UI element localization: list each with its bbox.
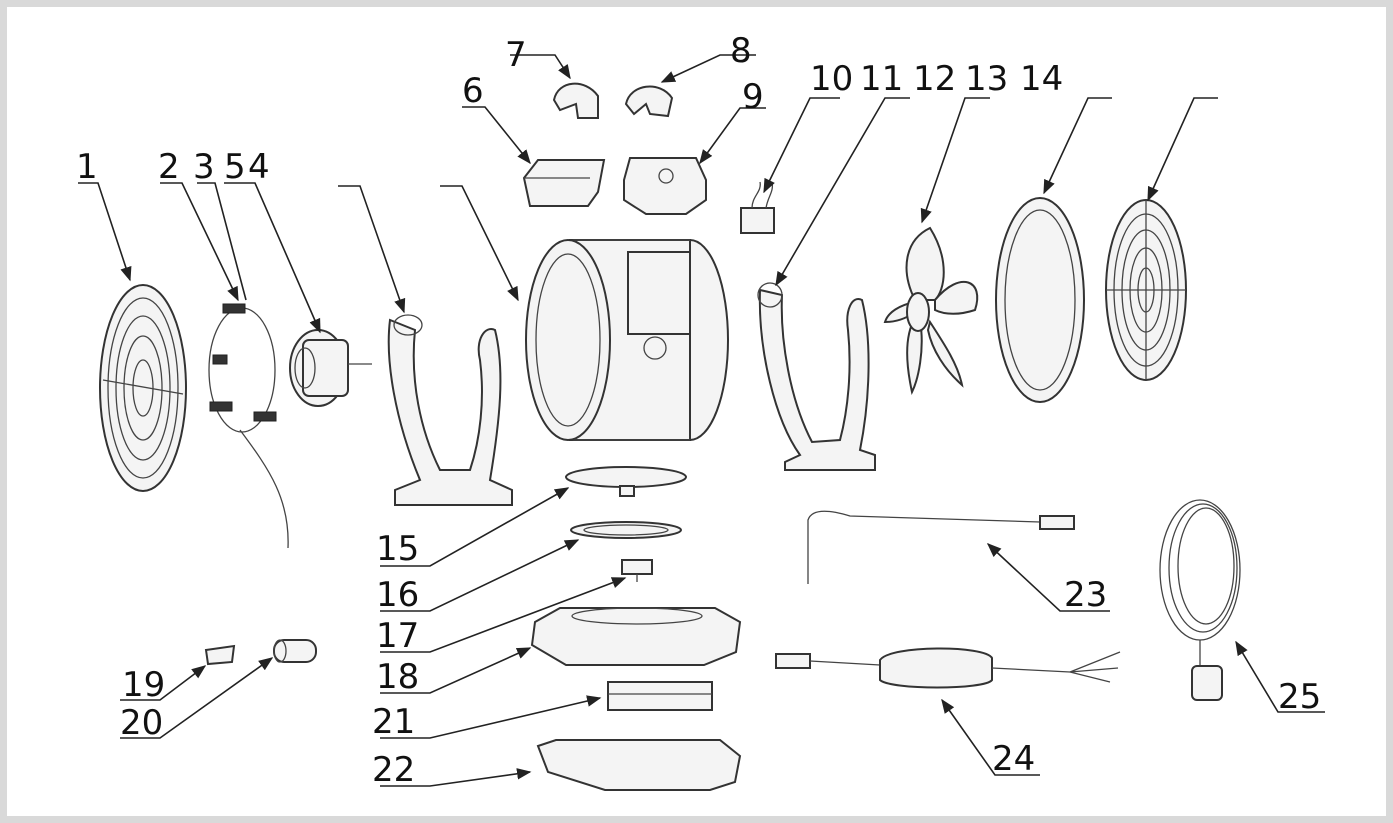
label-3: 3 [193, 147, 215, 187]
part-right-yoke [757, 282, 876, 471]
part-front-ring [995, 197, 1085, 403]
part-number-labels: 1 2 3 5 4 6 7 8 9 10 11 12 13 14 15 16 1… [76, 31, 1321, 790]
part-clamp-right [624, 85, 674, 118]
part-base-cover [530, 607, 742, 666]
part-switch-box [623, 157, 707, 215]
label-1: 1 [76, 147, 98, 187]
label-25: 25 [1278, 677, 1321, 717]
label-9: 9 [742, 77, 764, 117]
part-turntable [565, 466, 687, 497]
part-base [536, 739, 742, 791]
part-capacitor [740, 181, 775, 234]
label-5: 5 [224, 147, 246, 187]
part-fan-blade [883, 226, 979, 395]
part-rear-grille [99, 284, 187, 492]
part-power-cord [775, 647, 1121, 689]
label-12: 12 [913, 59, 956, 99]
exploded-parts-diagram: 1 2 3 5 4 6 7 8 9 10 11 12 13 14 15 16 1… [7, 7, 1386, 816]
part-control-board [607, 681, 713, 711]
label-16: 16 [376, 575, 419, 615]
part-housing-drum [525, 239, 729, 441]
label-15: 15 [376, 529, 419, 569]
label-23: 23 [1064, 575, 1107, 615]
part-hose [807, 510, 1075, 584]
part-terminal-box-lower [522, 159, 606, 207]
label-17: 17 [376, 616, 419, 656]
part-washer [570, 521, 682, 539]
label-8: 8 [730, 31, 752, 71]
label-11: 11 [860, 59, 903, 99]
label-21: 21 [372, 702, 415, 742]
label-4: 4 [248, 147, 270, 187]
label-19: 19 [122, 665, 165, 705]
label-22: 22 [372, 750, 415, 790]
part-front-grille [1105, 199, 1187, 381]
part-small-knob [204, 644, 236, 666]
label-18: 18 [376, 657, 419, 697]
label-24: 24 [992, 739, 1035, 779]
part-motor [289, 329, 372, 407]
label-14: 14 [1020, 59, 1063, 99]
label-20: 20 [120, 703, 163, 743]
leader-lines [78, 54, 1325, 787]
part-coiled-cable [1159, 499, 1241, 701]
label-13: 13 [965, 59, 1008, 99]
part-clamp-left [552, 82, 599, 119]
label-6: 6 [462, 71, 484, 111]
part-left-yoke [387, 314, 513, 506]
part-swing-motor [621, 559, 653, 582]
part-wiring-frame [208, 303, 289, 549]
label-10: 10 [810, 59, 853, 99]
label-7: 7 [505, 35, 527, 75]
label-2: 2 [158, 147, 180, 187]
part-cylinder [273, 639, 317, 663]
